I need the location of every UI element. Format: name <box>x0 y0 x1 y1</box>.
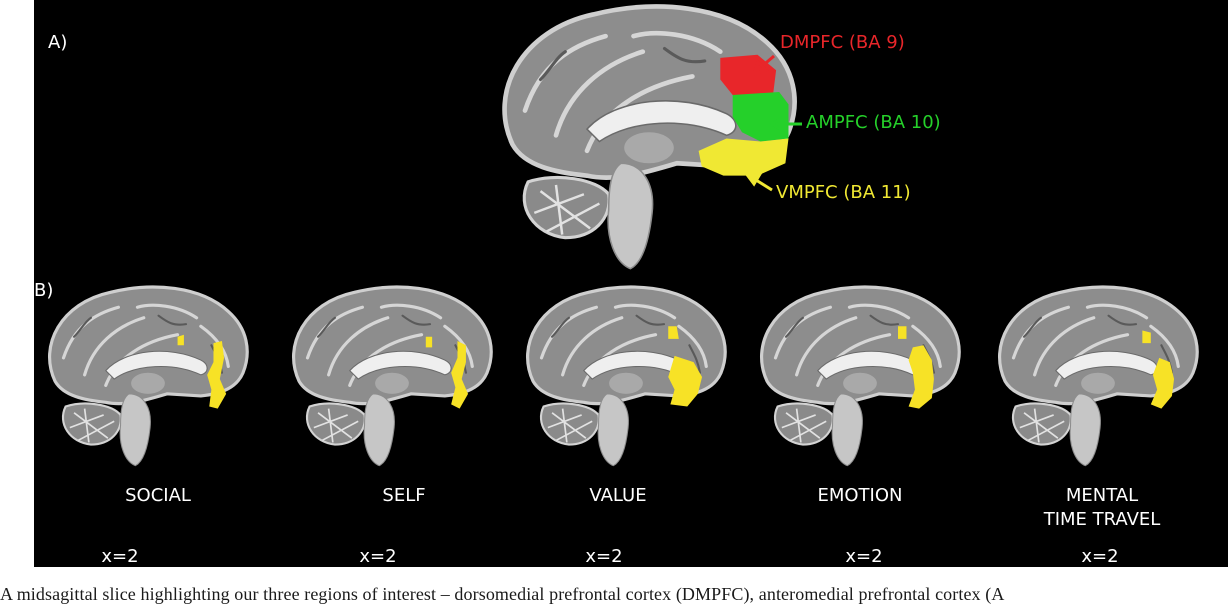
condition-label-self: SELF <box>382 485 426 506</box>
brain-emotion <box>759 285 961 468</box>
brain-self <box>291 285 493 468</box>
brain-value <box>525 285 727 468</box>
activation-self <box>425 336 469 409</box>
region-arrows <box>745 54 802 192</box>
condition-label-value: VALUE <box>589 485 647 506</box>
coord-label-emotion: x=2 <box>845 546 883 567</box>
brain-social <box>47 285 249 468</box>
dmpfc-label: DMPFC (BA 9) <box>780 32 905 53</box>
activation-mental-time-travel <box>1142 330 1175 409</box>
coord-label-mental-time-travel: x=2 <box>1081 546 1119 567</box>
figure-caption: A midsagittal slice highlighting our thr… <box>0 584 1005 604</box>
ampfc-arrow <box>769 115 802 133</box>
ampfc-label: AMPFC (BA 10) <box>806 112 941 133</box>
panel-b-label: B) <box>34 280 54 301</box>
condition-label-mental-time-travel: MENTAL TIME TRAVEL <box>1043 485 1161 530</box>
figure: A) B) DMPFC (BA 9) AMPFC (BA 10) VMPFC (… <box>34 0 1228 567</box>
vmpfc-label: VMPFC (BA 11) <box>776 182 911 203</box>
condition-label-emotion: EMOTION <box>817 485 903 506</box>
condition-label-social: SOCIAL <box>125 485 191 506</box>
dmpfc-arrow <box>751 54 775 77</box>
brain-mental-time-travel <box>997 285 1199 468</box>
vmpfc-region <box>698 138 789 176</box>
activation-value <box>668 326 703 407</box>
coord-label-value: x=2 <box>585 546 623 567</box>
panel-a-label: A) <box>48 32 68 53</box>
activation-social <box>177 334 227 409</box>
vmpfc-arrow <box>745 171 773 192</box>
coord-label-self: x=2 <box>359 546 397 567</box>
ampfc-region <box>732 91 789 142</box>
activation-emotion <box>898 326 934 409</box>
coord-label-social: x=2 <box>101 546 139 567</box>
